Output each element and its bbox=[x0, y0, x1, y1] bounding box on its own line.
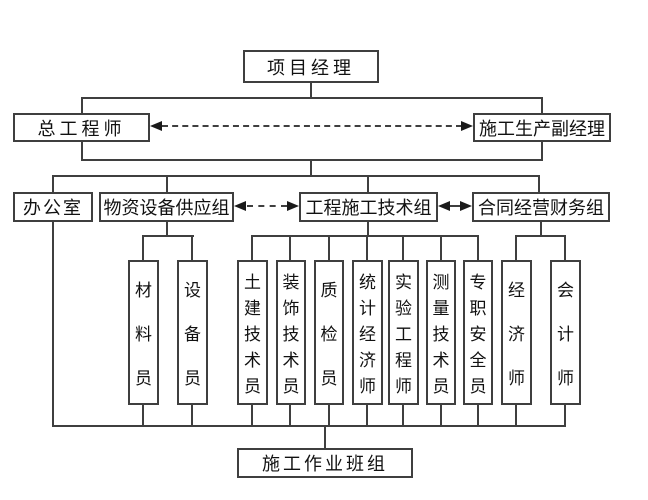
connector-line bbox=[142, 405, 144, 426]
connector-line bbox=[81, 97, 543, 99]
connector-line bbox=[540, 222, 542, 236]
supply-group-box: 物资设备供应组 bbox=[99, 192, 234, 222]
connector-line bbox=[52, 221, 54, 427]
connector-line bbox=[440, 236, 442, 260]
work-team-box: 施工作业班组 bbox=[237, 448, 413, 478]
role-box-quality-inspector: 质检员 bbox=[314, 260, 344, 405]
connector-line bbox=[191, 405, 193, 426]
connector-line bbox=[310, 161, 312, 177]
connector-line bbox=[166, 222, 168, 236]
role-box-experiment-engineer: 实验工程师 bbox=[388, 260, 419, 405]
connector-line bbox=[289, 405, 291, 426]
role-box-statistics-economist: 统计经济师 bbox=[352, 260, 383, 405]
role-box-equipment-clerk: 设备员 bbox=[177, 260, 208, 405]
connector-line bbox=[440, 405, 442, 426]
arrowhead-right-icon bbox=[461, 121, 473, 131]
arrowhead-left-icon bbox=[150, 121, 162, 131]
role-box-civil-technician: 土建技术员 bbox=[237, 260, 268, 405]
arrowhead-left-icon bbox=[234, 201, 246, 211]
connector-line bbox=[515, 235, 566, 237]
connector-line bbox=[564, 236, 566, 260]
role-box-material-clerk: 材料员 bbox=[128, 260, 159, 405]
connector-line bbox=[52, 175, 540, 177]
connector-line bbox=[367, 177, 369, 192]
connector-line bbox=[289, 236, 291, 260]
connector-line bbox=[564, 405, 566, 426]
connector-line bbox=[367, 222, 369, 236]
chief-engineer-box: 总工程师 bbox=[13, 113, 150, 142]
dashed-line bbox=[162, 125, 462, 127]
connector-line bbox=[191, 236, 193, 260]
role-box-decoration-technician: 装饰技术员 bbox=[276, 260, 306, 405]
deputy-manager-box: 施工生产副经理 bbox=[473, 113, 611, 142]
role-box-survey-technician: 测量技术员 bbox=[426, 260, 456, 405]
connector-line bbox=[328, 405, 330, 426]
connector-line bbox=[52, 425, 566, 427]
connector-line bbox=[324, 427, 326, 449]
connector-line bbox=[328, 236, 330, 260]
connector-line bbox=[251, 405, 253, 426]
arrowhead-left-icon bbox=[438, 201, 450, 211]
connector-line bbox=[402, 405, 404, 426]
connector-line bbox=[166, 177, 168, 192]
connector-line bbox=[81, 159, 543, 161]
connector-line bbox=[310, 83, 312, 97]
connector-line bbox=[477, 405, 479, 426]
finance-group-box: 合同经营财务组 bbox=[472, 192, 610, 222]
connector-line bbox=[477, 236, 479, 260]
role-box-economist: 经济师 bbox=[501, 260, 532, 405]
connector-line bbox=[366, 405, 368, 426]
connector-line bbox=[251, 235, 479, 237]
connector-line bbox=[142, 235, 194, 237]
tech-group-box: 工程施工技术组 bbox=[299, 192, 438, 222]
office-box: 办公室 bbox=[13, 192, 93, 222]
connector-line bbox=[52, 177, 54, 192]
role-box-safety-officer: 专职安全员 bbox=[463, 260, 493, 405]
arrowhead-right-icon bbox=[460, 201, 472, 211]
dashed-line bbox=[247, 205, 287, 207]
connector-line bbox=[515, 405, 517, 426]
connector-line bbox=[402, 236, 404, 260]
connector-line bbox=[538, 177, 540, 192]
project-manager-box: 项目经理 bbox=[243, 50, 379, 83]
connector-line bbox=[251, 236, 253, 260]
arrowhead-right-icon bbox=[287, 201, 299, 211]
connector-line bbox=[142, 236, 144, 260]
role-box-accountant: 会计师 bbox=[550, 260, 581, 405]
connector-line bbox=[515, 236, 517, 260]
connector-line bbox=[366, 236, 368, 260]
dashed-line bbox=[450, 205, 460, 207]
